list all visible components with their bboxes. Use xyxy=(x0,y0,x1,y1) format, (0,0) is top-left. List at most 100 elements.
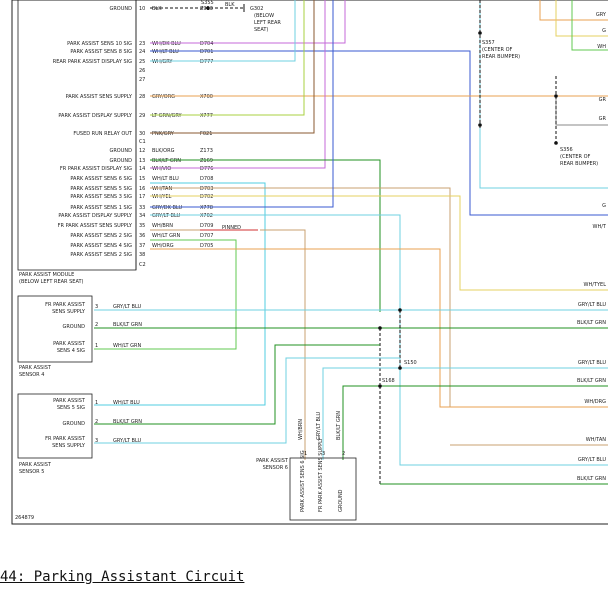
splice-dot-s356 xyxy=(554,141,558,145)
sensor5-pin-label: SENS SUPPLY xyxy=(52,443,86,449)
sensor4-name-2: SENSOR 4 xyxy=(19,372,44,378)
module-pin-number: 27 xyxy=(139,77,145,83)
module-pin-label: PARK ASSIST DISPLAY SUPPLY xyxy=(58,213,133,219)
module-name-line2: (BELOW LEFT REAR SEAT) xyxy=(19,279,84,285)
sensor4-pin-wire: WH/LT GRN xyxy=(113,343,141,349)
right-wire-label: BLK/LT GRN xyxy=(577,320,606,326)
module-pin-wire: WH/TAN xyxy=(152,186,172,192)
module-pin-number: 13 xyxy=(139,158,145,164)
splice-label-s355: S355 xyxy=(201,0,214,6)
module-pin-number: 33 xyxy=(139,205,145,211)
module-pin-number: 34 xyxy=(139,213,145,219)
sensor5-pin-wire: WH/LT BLU xyxy=(113,400,140,406)
module-pin-wire: GRY/DK BLU xyxy=(152,205,182,211)
wire-cyan-d708 xyxy=(94,182,266,406)
module-pin-number: 29 xyxy=(139,113,145,119)
splice-s357-id: S357 xyxy=(482,40,495,46)
right-top-label: WH xyxy=(597,44,606,50)
diagram-frame xyxy=(11,0,608,525)
sensor5-name-1: PARK ASSIST xyxy=(19,462,52,468)
ground-wire-label: BLK xyxy=(225,2,235,8)
right-top-label: G xyxy=(602,28,606,34)
sensor6-pin-number: 1 xyxy=(304,451,307,457)
sensor5-pin-label: GROUND xyxy=(62,421,85,427)
splice-s150 xyxy=(398,366,402,370)
module-pin-number: 17 xyxy=(139,194,145,200)
wire-violet-d776 xyxy=(150,0,326,169)
module-pin-wire: GRY/LT BLU xyxy=(152,213,180,219)
sensor5-box xyxy=(17,393,93,459)
module-pin-circuit: Z173 xyxy=(200,148,213,154)
module-pin-circuit: D708 xyxy=(200,176,213,182)
splice-s357-l1: (CENTER OF xyxy=(482,47,513,53)
wire-right-gray xyxy=(555,96,608,126)
module-pin-number: 36 xyxy=(139,233,145,239)
right-top-label: GR xyxy=(599,97,607,103)
sensor5-pin-wire: GRY/LT BLU xyxy=(113,438,141,444)
module-pin-wire: BLK xyxy=(152,6,162,12)
module-pin-number: 38 xyxy=(139,252,145,258)
module-pin-wire: BLK/LT GRN xyxy=(152,158,181,164)
sensor5-pin-label: PARK ASSIST xyxy=(53,398,86,404)
module-pin-label: PARK ASSIST SENS 2 SIG xyxy=(70,233,132,239)
wire-s5-supply xyxy=(94,357,400,444)
sensor5-pin-number: 1 xyxy=(95,400,98,406)
module-pin-number: 25 xyxy=(139,59,145,65)
wire-lightgreen-d707 xyxy=(94,239,237,350)
wire-violet-d704 xyxy=(150,0,346,44)
figure-caption: 44: Parking Assistant Circuit xyxy=(0,569,245,585)
right-wire-label: GRY/LT BLU xyxy=(578,302,606,308)
right-wire-label: GRY/LT BLU xyxy=(578,457,606,463)
module-pin-wire: BLK/ORG xyxy=(152,148,175,154)
module-pin-number: 16 xyxy=(139,186,145,192)
wire-s5-ground xyxy=(94,344,380,425)
sensor5-pin-wire: BLK/LT GRN xyxy=(113,419,142,425)
sensor4-pin-label: SENS 4 SIG xyxy=(57,348,85,354)
wire-lightblue-d777 xyxy=(150,0,296,62)
wire-right-green xyxy=(571,0,608,51)
sensor4-pin-label: FR PARK ASSIST xyxy=(45,302,86,308)
right-wire-label: WH/TAN xyxy=(586,437,606,443)
module-pin-label: PARK ASSIST SENS 6 SIG xyxy=(70,176,132,182)
module-pin-wire: LT GRN/GRY xyxy=(152,113,183,119)
wire-tan-d703 xyxy=(150,187,608,408)
wire-brown-f021 xyxy=(150,0,315,134)
module-pin-wire: WH/LT BLU xyxy=(152,176,179,182)
ground-loc-2: LEFT REAR xyxy=(254,20,281,26)
module-pin-circuit: Z169 xyxy=(200,158,213,164)
sensor4-pin-label: SENS SUPPLY xyxy=(52,309,86,315)
module-pin-label: PARK ASSIST SENS 3 SIG xyxy=(70,194,132,200)
splice-s168-id: S168 xyxy=(382,378,395,384)
module-pin-number: 23 xyxy=(139,41,145,47)
module-pin-circuit: X702 xyxy=(200,213,213,219)
module-pin-wire: GRY/ORG xyxy=(152,94,175,100)
module-pin-circuit: D776 xyxy=(200,166,213,172)
module-pin-number: 28 xyxy=(139,94,145,100)
module-pin-label: REAR PARK ASSIST DISPLAY SIG xyxy=(53,59,132,65)
module-pin-wire: WH/BRN xyxy=(152,223,173,229)
right-wire-label: GRY/LT BLU xyxy=(578,360,606,366)
module-pin-label: PARK ASSIST SENS 4 SIG xyxy=(70,243,132,249)
wire-yellow-d702 xyxy=(150,195,608,291)
sensor6-wire: WH/BRN xyxy=(298,419,304,440)
wire-s6-ground xyxy=(342,385,608,460)
splice-s356-l1: (CENTER OF xyxy=(560,154,591,160)
module-pin-number: C2 xyxy=(139,262,146,268)
sensor6-name-1: PARK ASSIST xyxy=(256,458,289,464)
module-pin-number: 14 xyxy=(139,166,145,172)
wire-green-z169 xyxy=(150,159,381,312)
sensor6-name-2: SENSOR 6 xyxy=(263,465,288,471)
right-top-label: GR xyxy=(599,116,607,122)
module-pin-number: 37 xyxy=(139,243,145,249)
sensor6-pin-number: 2 xyxy=(342,451,345,457)
wire-blue-x778 xyxy=(150,0,334,208)
module-pin-circuit: D709 xyxy=(200,223,213,229)
right-wire-label: WH/TYEL xyxy=(584,282,607,288)
module-pin-circuit: D704 xyxy=(200,41,213,47)
wire-right-yellow xyxy=(555,0,608,37)
sensor4-pin-number: 1 xyxy=(95,343,98,349)
module-pin-label: PARK ASSIST SENS 10 SIG xyxy=(67,41,132,47)
